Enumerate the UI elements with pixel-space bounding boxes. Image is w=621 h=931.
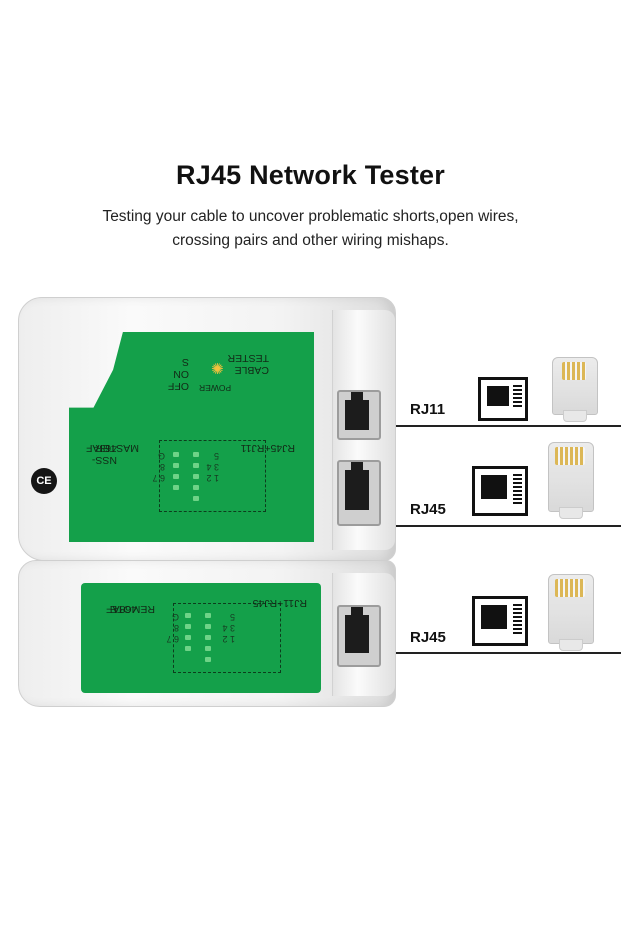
led [185,624,191,629]
port-leader-line-1 [396,425,621,427]
master-label: MASTER [95,442,139,454]
rj11-rj45-label: RJ11+RJ45 [252,597,307,609]
plug-pins [562,362,586,380]
master-pin-numbers-top: 1 2 3 4 5 [206,451,219,483]
port-leader-line-2 [396,525,621,527]
plug-clip [559,639,583,651]
remote-led-column-2 [205,613,211,668]
master-led-column-2 [193,452,199,507]
jack-opening [345,615,369,653]
led [185,613,191,618]
led [173,463,179,468]
remote-unit: 1 2 3 4 5 6 7 8 G RJ11+RJ45 REMOTE 468AF [18,560,396,707]
subtitle-line-2: crossing pairs and other wiring mishaps. [172,232,449,249]
led [185,635,191,640]
remote-rj45-jack[interactable] [337,605,381,667]
port-opening [487,386,509,406]
led [205,624,211,629]
port-label-rj45-remote: RJ45 [410,629,446,646]
power-led-icon: ✺ [211,361,224,378]
remote-led-column-1 [185,613,191,657]
port-pins [513,474,522,504]
cable-tester-label: CABLE TESTER [227,352,269,376]
led [193,485,199,490]
page-subtitle: Testing your cable to uncover problemati… [0,205,621,253]
power-label: POWER [199,383,232,393]
rj45-plug-icon [548,574,594,651]
led [193,496,199,501]
plug-pins [555,447,585,465]
remote-model-label: 468AF [106,603,137,615]
rj45-port-icon [472,466,528,516]
subtitle-line-1: Testing your cable to uncover problemati… [102,208,519,225]
switch-positions-label: OFF ON S [168,356,189,392]
led [193,463,199,468]
ce-mark: CE [31,468,57,494]
led [205,646,211,651]
master-unit: CE CABLE TESTER ✺ POWER OFF ON S 1 2 3 4… [18,297,396,561]
led [185,646,191,651]
port-pins [513,604,522,634]
rj11-port-icon [478,377,528,421]
rj11-plug-icon [552,357,598,422]
led [173,452,179,457]
jack-opening [345,400,369,430]
plug-clip [563,410,587,422]
port-pins [513,385,522,409]
port-label-rj45-master: RJ45 [410,501,446,518]
remote-led-frame [173,603,281,673]
led [205,657,211,662]
jack-tab [351,462,363,470]
remote-panel: 1 2 3 4 5 6 7 8 G RJ11+RJ45 REMOTE 468AF [81,583,321,693]
rj45-port-icon [472,596,528,646]
led [205,613,211,618]
plug-clip [559,507,583,519]
port-opening [481,475,507,499]
page-title: RJ45 Network Tester [176,160,445,190]
remote-pin-numbers-top: 1 2 3 4 5 [222,612,235,644]
master-led-frame [159,440,266,512]
master-rj45-jack[interactable] [337,460,381,526]
master-model-label: NSS-468AF [86,442,117,466]
master-led-column-1 [173,452,179,496]
master-panel: CABLE TESTER ✺ POWER OFF ON S 1 2 3 4 5 … [69,332,314,542]
led [205,635,211,640]
master-pin-numbers-bottom: 6 7 8 G [152,451,165,483]
rj45-rj11-label: RJ45+RJ11 [240,442,295,454]
plug-pins [555,579,585,597]
led [173,474,179,479]
led [193,474,199,479]
remote-pin-numbers-bottom: 6 7 8 G [166,612,179,644]
led [193,452,199,457]
master-rj11-jack[interactable] [337,390,381,440]
port-label-rj11: RJ11 [410,401,446,418]
port-opening [481,605,507,629]
port-leader-line-3 [396,652,621,654]
led [173,485,179,490]
jack-opening [345,470,369,510]
jack-tab [351,607,363,615]
rj45-plug-icon [548,442,594,519]
jack-tab [351,392,363,400]
